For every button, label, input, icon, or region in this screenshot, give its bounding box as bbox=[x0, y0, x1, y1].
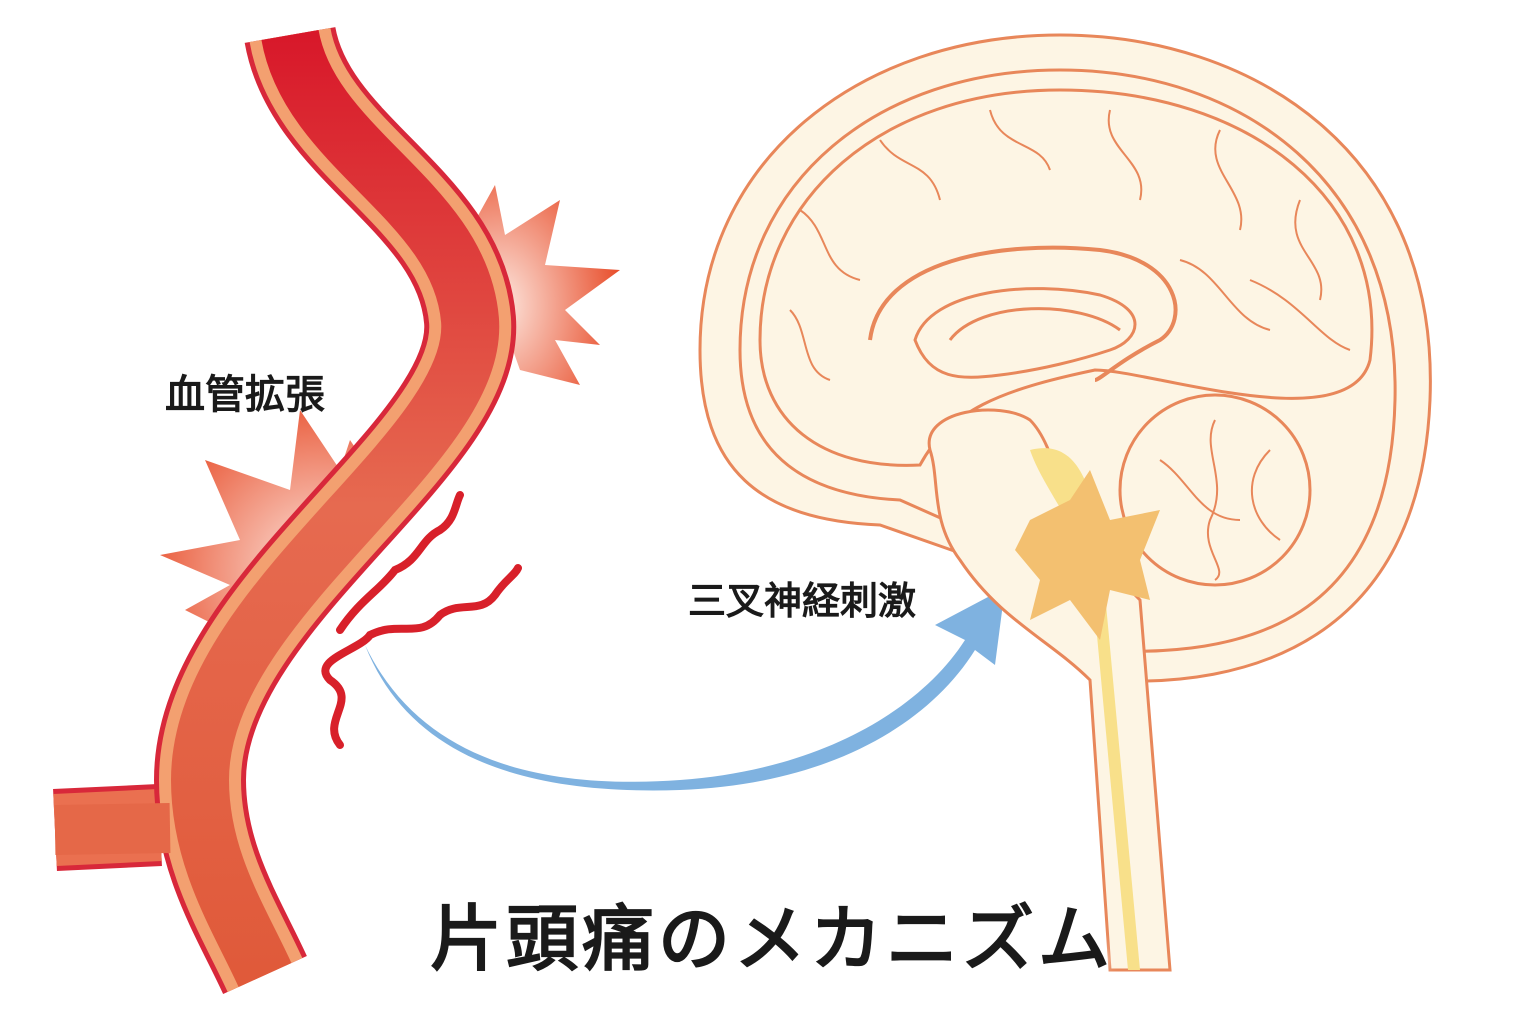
pain-burst-lower bbox=[160, 410, 390, 640]
trigeminal-nerve bbox=[321, 491, 522, 749]
vasodilation-label: 血管拡張 bbox=[165, 371, 325, 418]
blood-vessel bbox=[53, 24, 517, 995]
diagram-title: 片頭痛のメカニズム bbox=[430, 896, 1115, 981]
stimulation-arrow bbox=[365, 588, 1005, 791]
stimulation-burst bbox=[1015, 470, 1160, 640]
brain-sagittal-section bbox=[698, 33, 1432, 972]
trigeminal-stimulation-label: 三叉神経刺激 bbox=[688, 578, 917, 623]
